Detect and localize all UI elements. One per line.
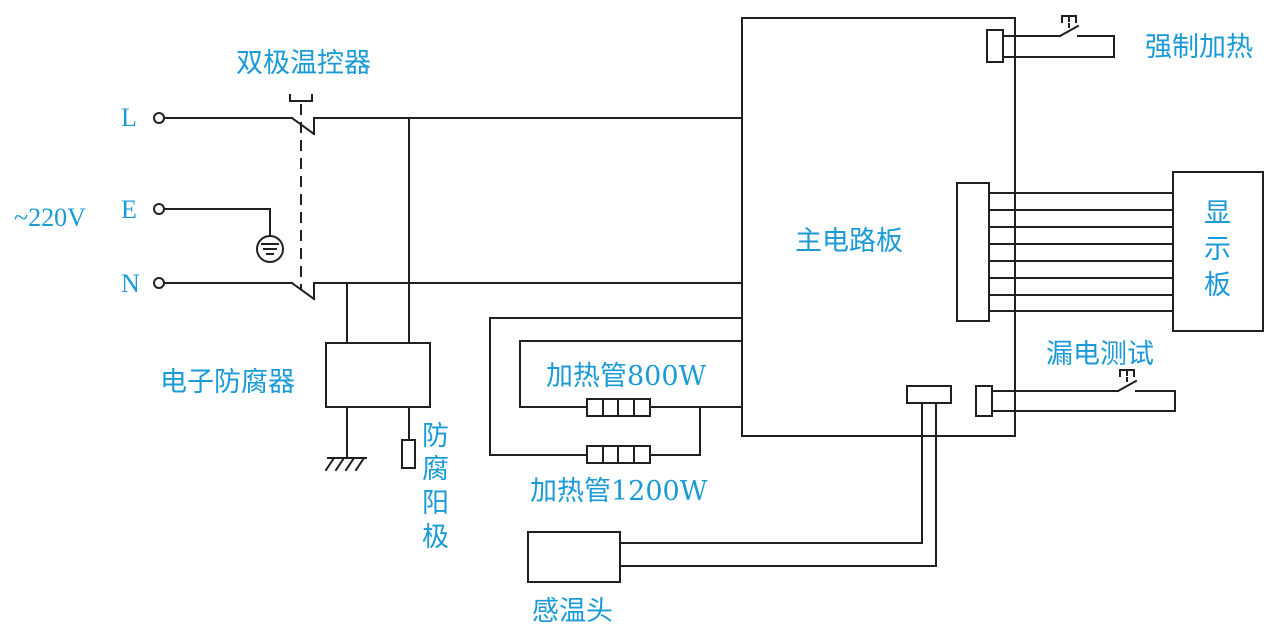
voltage-label: ~220V: [14, 203, 86, 232]
display-connector: [956, 182, 990, 322]
sensor-probe: [527, 531, 621, 583]
heater-800-icon: [586, 398, 651, 417]
force-heat-switch: [986, 15, 1115, 63]
anode-label-4: 极: [422, 522, 449, 553]
anode-label-3: 阳: [422, 488, 449, 519]
thermostat-switch: [289, 94, 743, 301]
anode-label-2: 腐: [422, 454, 449, 485]
anticorrosion-box: [325, 342, 431, 408]
display-label-2: 示: [1204, 234, 1231, 265]
leak-test-label: 漏电测试: [1046, 339, 1154, 370]
display-label-3: 板: [1204, 270, 1231, 301]
heater-1200-label: 加热管1200W: [530, 476, 708, 507]
heater-800-label: 加热管800W: [546, 361, 707, 392]
thermostat-label: 双极温控器: [236, 48, 371, 79]
anode-label-1: 防: [422, 421, 449, 452]
sensor-connector: [906, 385, 952, 404]
display-board: [1172, 171, 1264, 332]
force-heat-label: 强制加热: [1145, 32, 1253, 63]
anticorrosion-label: 电子防腐器: [160, 367, 295, 398]
ground-icon: [256, 235, 284, 263]
terminal-L: L: [121, 103, 293, 132]
main-board-label: 主电路板: [795, 226, 903, 257]
chassis-ground-icon: [324, 406, 367, 472]
heater-1200-icon: [586, 445, 651, 464]
terminal-E-label: E: [121, 195, 137, 224]
anode-icon: [401, 439, 416, 469]
terminal-L-label: L: [121, 103, 137, 132]
terminal-N-label: N: [121, 269, 140, 298]
leak-test-switch: [975, 369, 1176, 417]
sensor-label: 感温头: [532, 596, 613, 627]
terminal-N: N: [121, 269, 293, 298]
ribbon-cable: [988, 192, 1174, 312]
display-label-1: 显: [1204, 198, 1231, 229]
terminal-E: E: [121, 195, 271, 237]
